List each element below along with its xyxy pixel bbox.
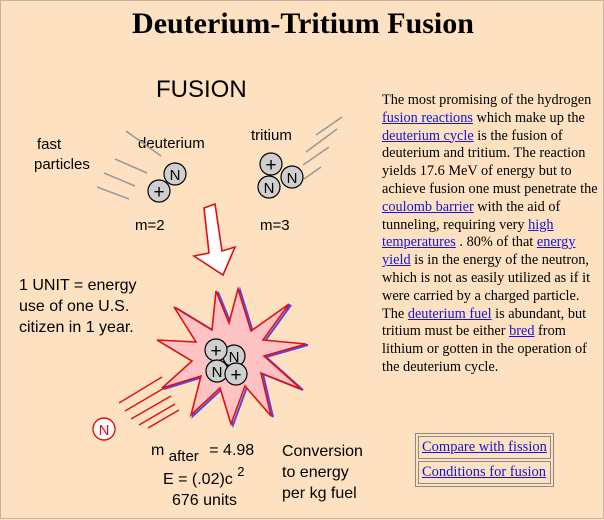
link-energy-yield[interactable]: energy yield <box>382 234 576 269</box>
conversion-line1: Conversion <box>282 443 363 460</box>
link-coulomb-barrier[interactable]: coulomb barrier <box>382 198 474 215</box>
energy-equation: E = (.02)c 2 <box>163 464 245 488</box>
description-paragraph: The most promising of the hydrogen fusio… <box>382 92 598 375</box>
fused-proton-bottom <box>224 362 248 386</box>
fusion-arrow <box>191 202 237 277</box>
svg-text:+: + <box>265 155 276 176</box>
svg-text:+: + <box>230 365 241 386</box>
tritium-proton <box>259 152 283 176</box>
diagram-heading: FUSION <box>156 76 247 103</box>
deuterium-label: deuterium <box>138 135 205 152</box>
energy-units: 676 units <box>172 492 237 509</box>
tritium-neutron-right <box>280 165 304 189</box>
deuterium-proton <box>147 179 171 203</box>
unit-definition-line3: citizen in 1 year. <box>19 319 134 336</box>
escaping-neutron: N <box>92 417 116 441</box>
conversion-line3: per kg fuel <box>282 485 357 502</box>
neutron-trail-lines <box>118 376 180 429</box>
svg-text:+: + <box>153 182 164 203</box>
svg-text:N: N <box>99 422 110 439</box>
fast-particles-label-line2: particles <box>34 156 90 173</box>
svg-text:N: N <box>229 349 240 366</box>
deuterium-neutron <box>163 162 187 186</box>
compare-with-fission-link[interactable]: Compare with fission <box>418 436 551 459</box>
tritium-label: tritium <box>251 127 292 144</box>
link-bred[interactable]: bred <box>509 323 535 340</box>
link-fusion-reactions[interactable]: fusion reactions <box>382 109 473 126</box>
fusion-diagram: FUSION fast particles deuterium tritium … <box>19 76 363 509</box>
tritium-nucleus: N + N <box>257 152 304 199</box>
tritium-neutron-left <box>257 175 281 199</box>
fast-particles-label-line1: fast <box>37 136 62 153</box>
svg-text:N: N <box>264 180 275 197</box>
page-title: Deuterium-Tritium Fusion <box>132 7 474 40</box>
unit-definition-line2: use of one U.S. <box>19 298 129 315</box>
tritium-mass: m=3 <box>260 217 290 234</box>
svg-text:+: + <box>210 341 221 362</box>
deuterium-nucleus: N + <box>147 162 187 203</box>
deuterium-motion-lines <box>96 130 162 200</box>
svg-text:N: N <box>287 170 298 187</box>
link-deuterium-cycle[interactable]: deuterium cycle <box>382 127 474 144</box>
conditions-for-fusion-link[interactable]: Conditions for fusion <box>418 461 551 484</box>
svg-text:N: N <box>212 364 223 381</box>
link-deuterium-fuel[interactable]: deuterium fuel <box>407 305 492 322</box>
unit-definition-line1: 1 UNIT = energy <box>19 277 137 294</box>
link-high-temperatures[interactable]: high temperatures <box>382 216 554 251</box>
fused-nucleus: N + N + <box>204 338 248 386</box>
mass-after: m after = 4.98 <box>151 442 254 465</box>
svg-text:N: N <box>170 167 181 184</box>
conversion-line2: to energy <box>282 464 349 481</box>
related-links-box: Compare with fission Conditions for fusi… <box>415 433 554 487</box>
deuterium-mass: m=2 <box>135 217 165 234</box>
tritium-motion-lines <box>302 116 343 180</box>
